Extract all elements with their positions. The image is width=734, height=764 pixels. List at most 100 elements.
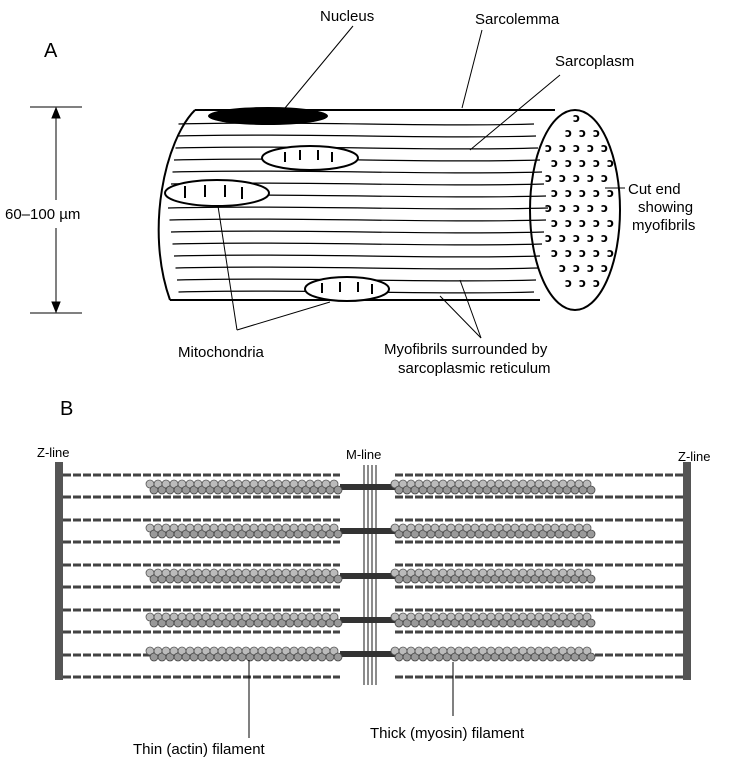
myofibril-line bbox=[176, 147, 539, 149]
myofibril-dot: ɔ bbox=[545, 231, 552, 245]
myofibril-dot: ɔ bbox=[587, 231, 594, 245]
myofibrils-label-2: sarcoplasmic reticulum bbox=[398, 360, 551, 377]
myofibril-dot: ɔ bbox=[587, 201, 594, 215]
myofibril-line bbox=[168, 207, 548, 209]
myofibril-dot: ɔ bbox=[573, 231, 580, 245]
myofibril-dot: ɔ bbox=[587, 171, 594, 185]
sarcomere bbox=[55, 462, 691, 738]
myofibril-dot: ɔ bbox=[587, 141, 594, 155]
myofibril-dot: ɔ bbox=[545, 141, 552, 155]
myofibril-dot: ɔ bbox=[601, 231, 608, 245]
myofibril-dot: ɔ bbox=[593, 156, 600, 170]
myofibril-dot: ɔ bbox=[573, 111, 580, 125]
myofibrils-label-1: Myofibrils surrounded by bbox=[384, 341, 547, 358]
myofibril-line bbox=[174, 255, 540, 257]
thick-filament-core bbox=[340, 484, 395, 490]
mitochondrion-3 bbox=[305, 277, 389, 301]
myosin-head bbox=[334, 486, 342, 494]
thick-filament-core bbox=[340, 528, 395, 534]
myofibril-dot: ɔ bbox=[579, 186, 586, 200]
myofibril-dot: ɔ bbox=[601, 171, 608, 185]
myofibril-dot: ɔ bbox=[601, 141, 608, 155]
myofibril-dot: ɔ bbox=[593, 186, 600, 200]
myosin-head bbox=[334, 653, 342, 661]
myofibril-dot: ɔ bbox=[579, 246, 586, 260]
myofibril-dot: ɔ bbox=[607, 216, 614, 230]
mitochondria-label: Mitochondria bbox=[178, 344, 264, 361]
myofibril-dot: ɔ bbox=[565, 276, 572, 290]
myosin-head bbox=[587, 619, 595, 627]
myofibril-line bbox=[176, 267, 539, 269]
sarcoplasm-label: Sarcoplasm bbox=[555, 53, 634, 70]
myofibril-dot: ɔ bbox=[593, 216, 600, 230]
myosin-head bbox=[334, 575, 342, 583]
thick-filaments bbox=[146, 480, 595, 661]
cut-end-label-1: Cut end bbox=[628, 181, 681, 198]
myofibril-dot: ɔ bbox=[601, 201, 608, 215]
myofibril-dot: ɔ bbox=[545, 171, 552, 185]
nucleus-label: Nucleus bbox=[320, 8, 374, 25]
thick-filament-core bbox=[340, 573, 395, 579]
myofibril-dot: ɔ bbox=[565, 126, 572, 140]
z-line-right-bar bbox=[683, 462, 691, 680]
myofibril-line bbox=[170, 219, 547, 221]
myofibril-dot: ɔ bbox=[565, 186, 572, 200]
myofibril-dot: ɔ bbox=[545, 201, 552, 215]
sarcolemma-label: Sarcolemma bbox=[475, 11, 559, 28]
myofibril-dot: ɔ bbox=[593, 246, 600, 260]
panel-b-letter: B bbox=[60, 398, 73, 420]
diameter-label: 60–100 µm bbox=[5, 206, 80, 223]
myofibril-dot: ɔ bbox=[573, 171, 580, 185]
m-line-label: M-line bbox=[346, 446, 381, 463]
myofibril-dot: ɔ bbox=[559, 201, 566, 215]
myofibril-dot: ɔ bbox=[565, 216, 572, 230]
thick-filament-label: Thick (myosin) filament bbox=[370, 725, 524, 742]
nucleus-shape bbox=[208, 107, 328, 125]
myofibril-dot: ɔ bbox=[559, 261, 566, 275]
myofibril-line bbox=[173, 243, 543, 245]
myofibril-dot: ɔ bbox=[579, 126, 586, 140]
z-line-left-bar bbox=[55, 462, 63, 680]
myosin-head bbox=[587, 530, 595, 538]
myofibril-dot: ɔ bbox=[565, 156, 572, 170]
thick-filament-core bbox=[340, 651, 395, 657]
cut-end-label-3: myofibrils bbox=[632, 217, 695, 234]
myofibril-dot: ɔ bbox=[607, 156, 614, 170]
myofibril-dot: ɔ bbox=[551, 156, 558, 170]
myofibril-line bbox=[179, 123, 535, 125]
myosin-head bbox=[587, 486, 595, 494]
myofibril-dot: ɔ bbox=[551, 216, 558, 230]
myofibril-dot: ɔ bbox=[559, 231, 566, 245]
myofibril-line bbox=[171, 231, 544, 233]
myofibril-dot: ɔ bbox=[601, 261, 608, 275]
myosin-head bbox=[334, 619, 342, 627]
myofibril-dot: ɔ bbox=[559, 171, 566, 185]
myofibril-dot: ɔ bbox=[573, 261, 580, 275]
myofibril-dot: ɔ bbox=[565, 246, 572, 260]
myosin-head bbox=[587, 653, 595, 661]
myofibril-dot: ɔ bbox=[607, 246, 614, 260]
mitochondrion-1 bbox=[262, 146, 358, 170]
myofibril-dot: ɔ bbox=[551, 186, 558, 200]
myofibril-dot: ɔ bbox=[579, 276, 586, 290]
myosin-head bbox=[334, 530, 342, 538]
thin-filament-label: Thin (actin) filament bbox=[133, 741, 265, 758]
cut-end-label-2: showing bbox=[638, 199, 693, 216]
myofibril-dot: ɔ bbox=[559, 141, 566, 155]
myofibril-dot: ɔ bbox=[573, 141, 580, 155]
myofibril-dot: ɔ bbox=[551, 246, 558, 260]
myofibril-dot: ɔ bbox=[593, 276, 600, 290]
myofibril-dot: ɔ bbox=[587, 261, 594, 275]
thick-filament-core bbox=[340, 617, 395, 623]
mitochondrion-2 bbox=[165, 180, 269, 206]
myofibril-dot: ɔ bbox=[573, 201, 580, 215]
myofibril-dot: ɔ bbox=[579, 216, 586, 230]
myofibril-lines bbox=[168, 123, 548, 293]
z-line-left-label: Z-line bbox=[37, 444, 70, 461]
panel-a-letter: A bbox=[44, 40, 57, 62]
myosin-head bbox=[587, 575, 595, 583]
myofibril-dot: ɔ bbox=[579, 156, 586, 170]
muscle-fiber-cylinder: ɔɔɔɔɔɔɔɔɔɔɔɔɔɔɔɔɔɔɔɔɔɔɔɔɔɔɔɔɔɔɔɔɔɔɔɔɔɔɔɔ… bbox=[159, 107, 620, 310]
myofibril-dot: ɔ bbox=[593, 126, 600, 140]
